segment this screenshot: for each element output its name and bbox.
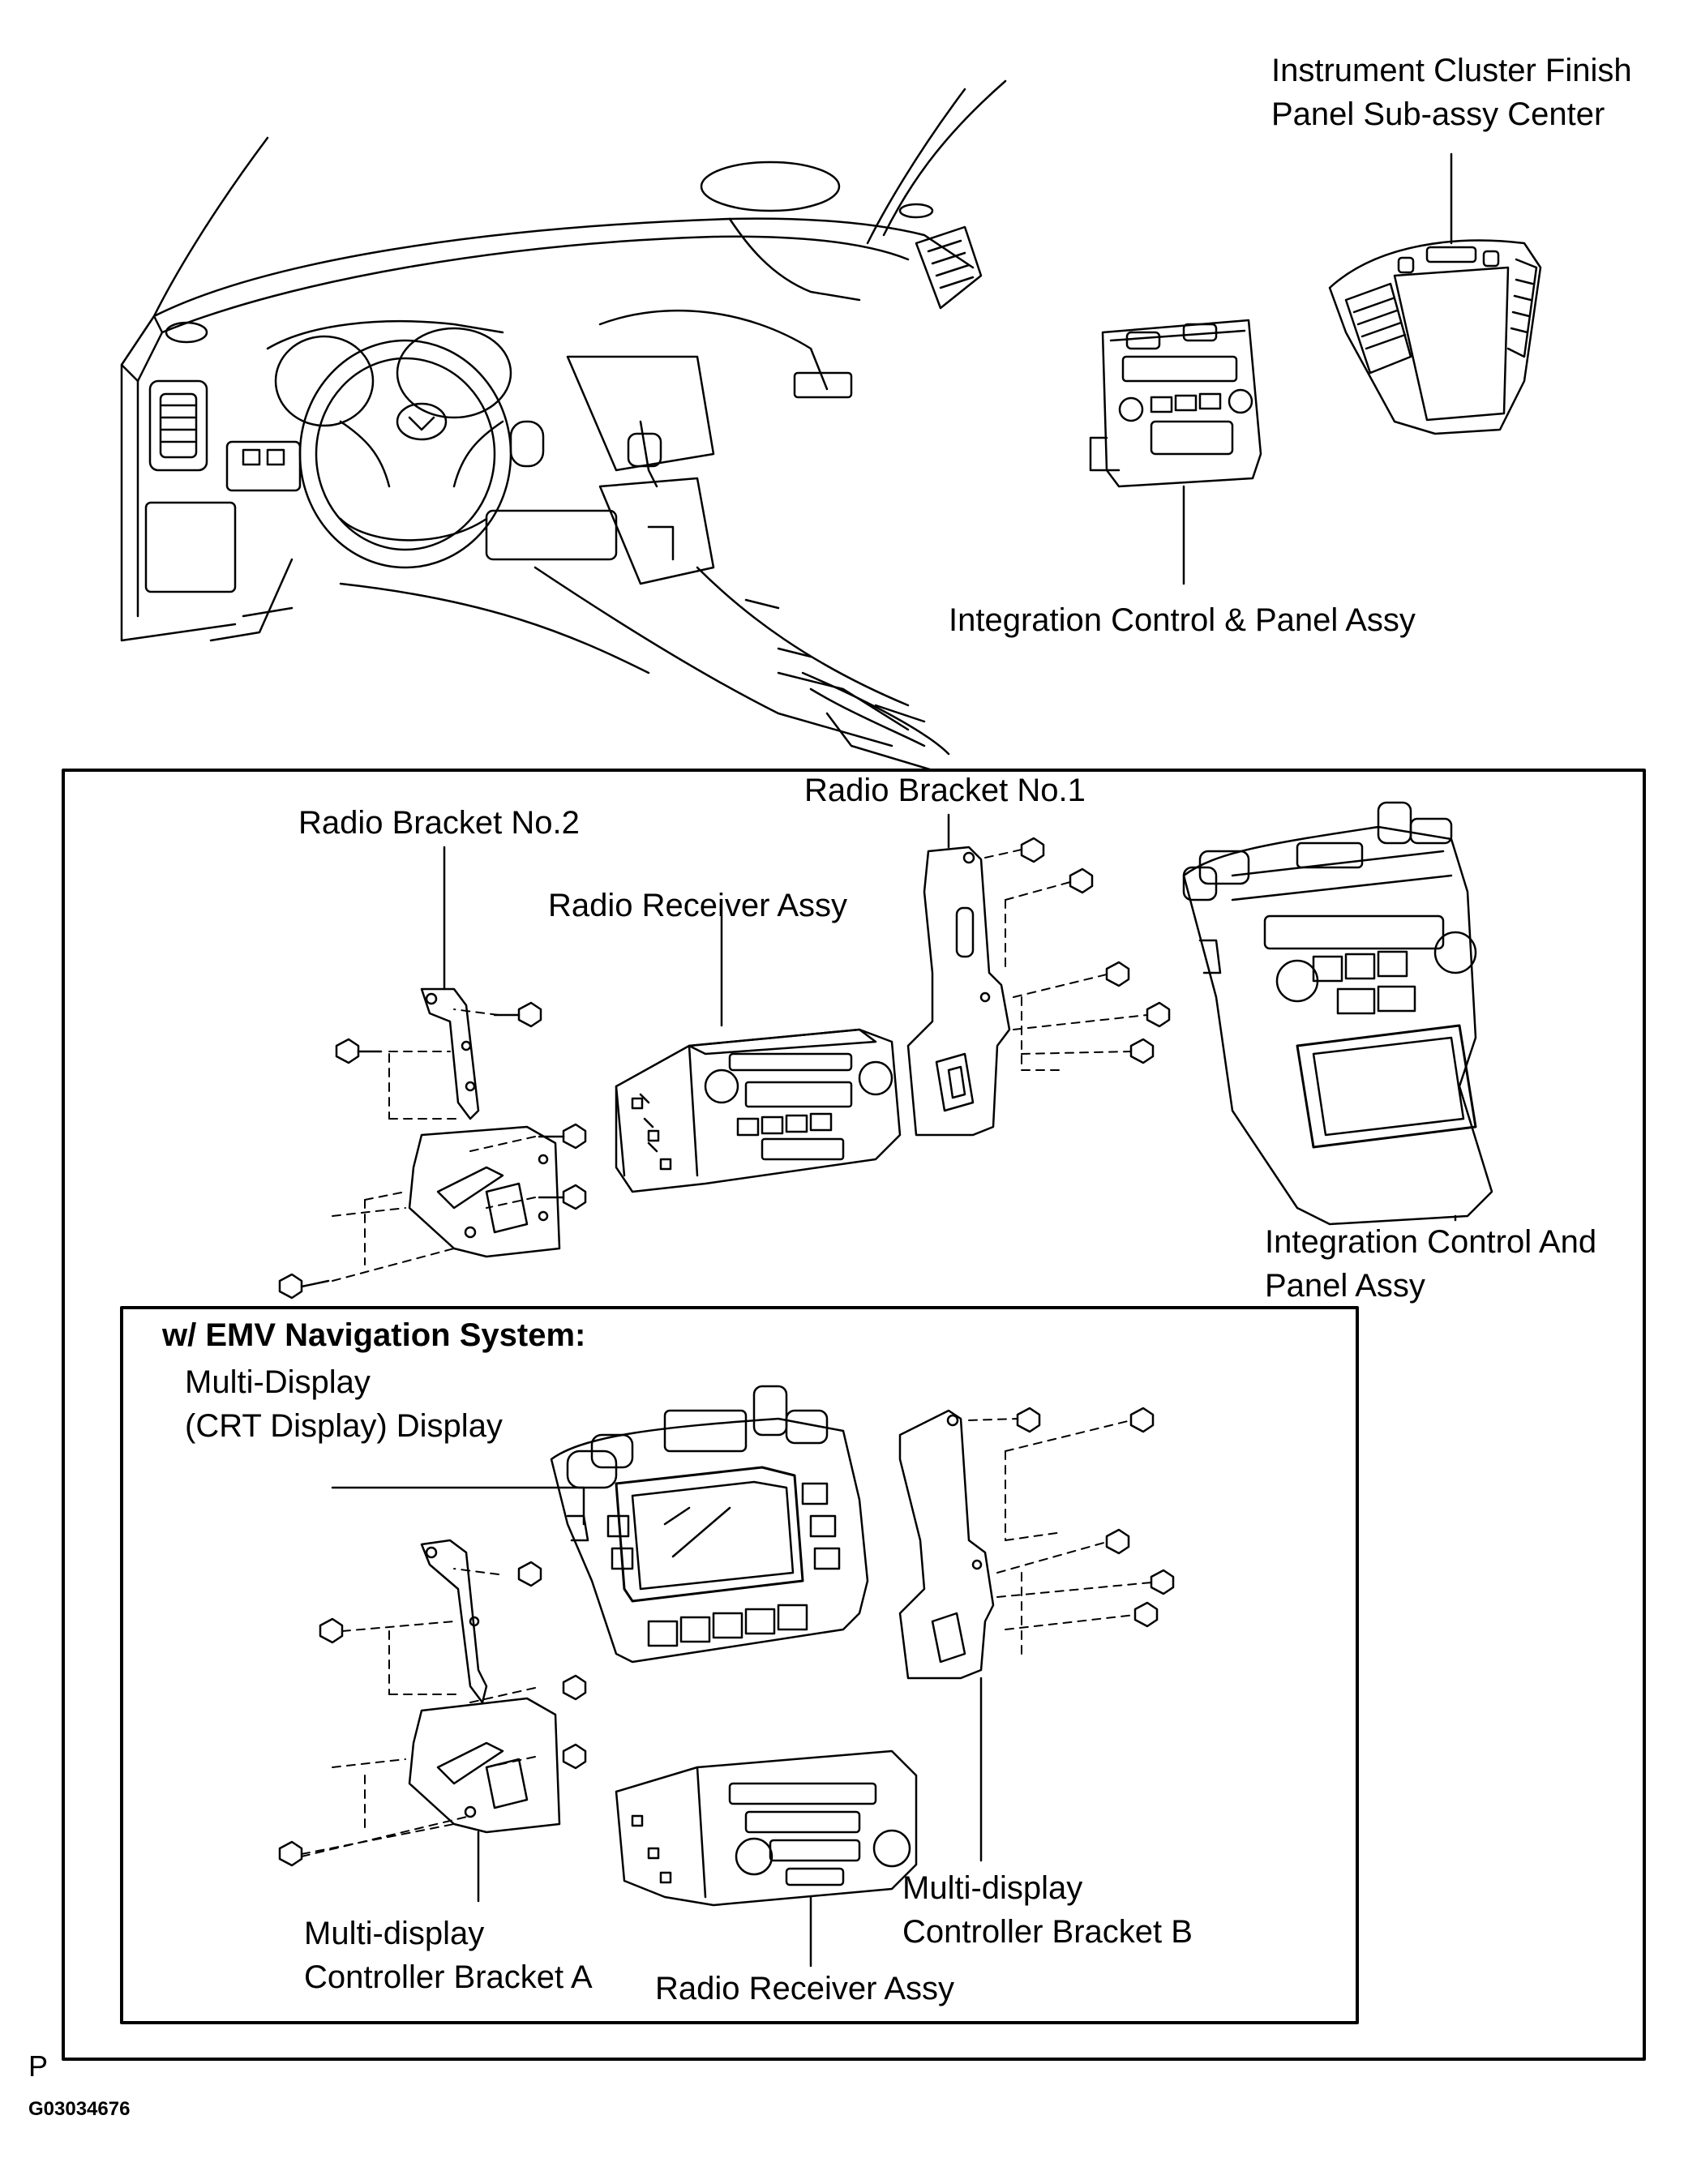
integration-control-top-illustration bbox=[1089, 319, 1262, 585]
bracket-b-illustration bbox=[898, 1407, 1175, 1862]
main-frame bbox=[62, 769, 1646, 2061]
integration-control-large-illustration bbox=[1182, 801, 1493, 1226]
bracket-a-label-line2: Controller Bracket A bbox=[304, 1959, 593, 1995]
multi-display-label-line1: Multi-Display bbox=[185, 1364, 371, 1400]
radio-receiver-bottom-illustration bbox=[615, 1749, 918, 1968]
integration-control-top-label: Integration Control & Panel Assy bbox=[949, 602, 1416, 638]
integration-control-and-label-line1: Integration Control And bbox=[1265, 1224, 1597, 1260]
bracket-a-illustration bbox=[278, 1539, 587, 1903]
finish-panel-illustration bbox=[1328, 152, 1542, 435]
multi-display-illustration bbox=[331, 1385, 869, 1664]
radio-bracket-no2-illustration bbox=[278, 846, 587, 1300]
figure-code: G03034676 bbox=[28, 2098, 131, 2120]
multi-display-label-line2: (CRT Display) Display bbox=[185, 1408, 503, 1444]
radio-receiver-bottom-label: Radio Receiver Assy bbox=[655, 1971, 955, 2006]
radio-bracket-no1-illustration bbox=[906, 813, 1171, 1137]
emv-frame bbox=[120, 1306, 1359, 2024]
integration-control-and-label-line2: Panel Assy bbox=[1265, 1268, 1425, 1304]
radio-bracket-no1-label: Radio Bracket No.1 bbox=[804, 773, 1086, 808]
bracket-b-label-line2: Controller Bracket B bbox=[902, 1914, 1193, 1950]
radio-bracket-no2-label: Radio Bracket No.2 bbox=[298, 805, 580, 841]
radio-receiver-top-illustration bbox=[615, 914, 902, 1193]
emv-section-header: w/ EMV Navigation System: bbox=[162, 1317, 586, 1353]
bracket-b-label-line1: Multi-display bbox=[902, 1870, 1083, 1906]
dashboard-illustration bbox=[120, 79, 1007, 772]
radio-receiver-top-label: Radio Receiver Assy bbox=[548, 888, 848, 923]
instrument-cluster-label-line1: Instrument Cluster Finish bbox=[1271, 53, 1632, 88]
instrument-cluster-label-line2: Panel Sub-assy Center bbox=[1271, 96, 1605, 132]
footer-marker: P bbox=[28, 2049, 49, 2083]
bracket-a-label-line1: Multi-display bbox=[304, 1916, 485, 1951]
